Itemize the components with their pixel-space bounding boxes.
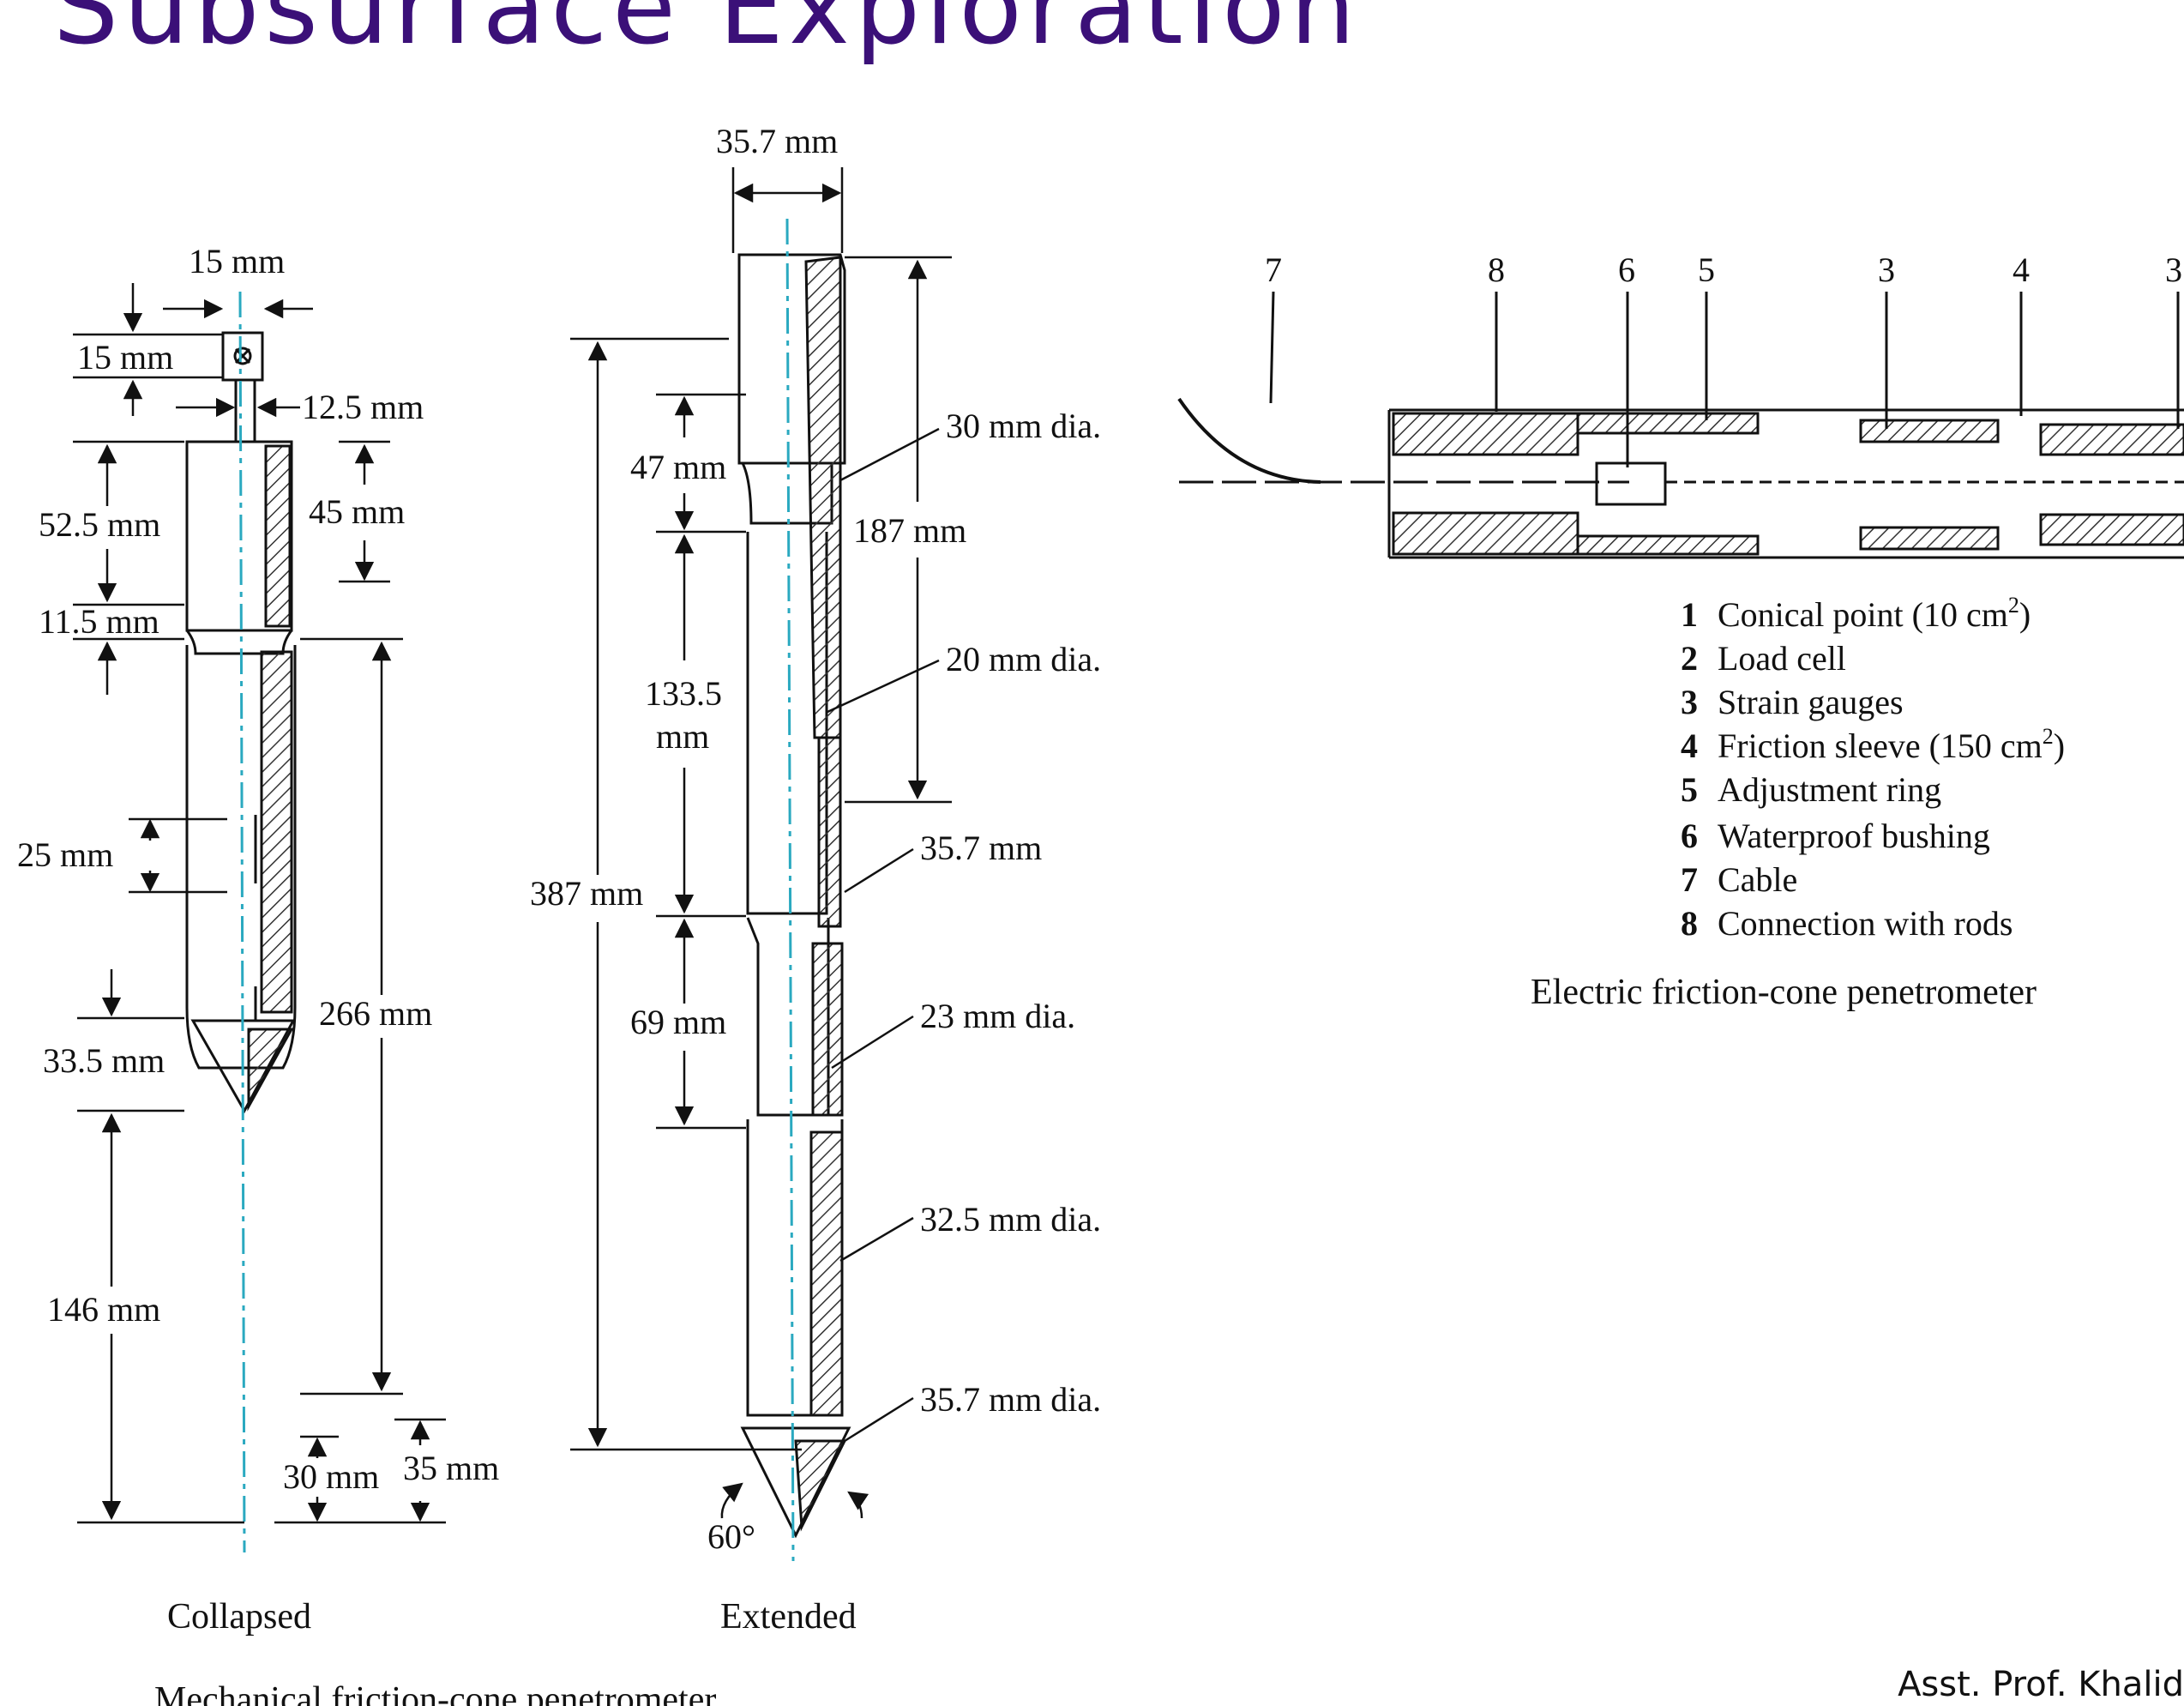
legend-text: Strain gauges: [1718, 683, 1904, 721]
dim-extended-69: 69 mm: [630, 1003, 726, 1041]
dim-collapsed-35: 35 mm: [403, 1449, 499, 1487]
legend-num: 8: [1681, 904, 1698, 943]
caption-extended: Extended: [720, 1597, 857, 1637]
dim-collapsed-11-5: 11.5 mm: [39, 602, 159, 641]
dim-collapsed-25: 25 mm: [17, 835, 113, 874]
dim-extended-35-7-dia: 35.7 mm dia.: [920, 1380, 1101, 1419]
caption-electric: Electric friction-cone penetrometer: [1531, 973, 2037, 1012]
legend-text: Friction sleeve (150 cm2): [1718, 724, 2065, 765]
dim-extended-35-7-mid: 35.7 mm: [920, 829, 1042, 867]
collapsed-center-axis: [238, 291, 246, 1553]
dim-collapsed-30: 30 mm: [283, 1457, 379, 1496]
dim-extended-30-dia: 30 mm dia.: [946, 407, 1101, 445]
extended-penetrometer: [737, 253, 851, 1539]
dim-extended-47: 47 mm: [630, 448, 726, 486]
dim-collapsed-tip-width: 15 mm: [189, 242, 285, 280]
legend-num: 4: [1681, 726, 1698, 765]
callout-7: 7: [1265, 250, 1282, 289]
dim-collapsed-rod-width: 12.5 mm: [302, 388, 424, 426]
legend-num: 7: [1681, 860, 1698, 899]
dim-extended-23-dia: 23 mm dia.: [920, 997, 1075, 1035]
legend-num: 5: [1681, 770, 1698, 809]
dim-extended-32-5-dia: 32.5 mm dia.: [920, 1200, 1101, 1239]
callout-3a: 3: [1878, 250, 1895, 289]
legend-text: Load cell: [1718, 639, 1846, 678]
legend-num: 1: [1681, 595, 1698, 634]
legend-text: Cable: [1718, 860, 1797, 899]
electric-penetrometer: [1177, 291, 2184, 559]
dim-extended-187: 187 mm: [853, 511, 966, 550]
dim-extended-top: 35.7 mm: [716, 122, 838, 160]
legend-text: Waterproof bushing: [1718, 817, 1990, 855]
extended-center-axis: [785, 218, 795, 1562]
legend-text: Connection with rods: [1718, 904, 2013, 943]
dim-collapsed-45: 45 mm: [309, 492, 405, 531]
legend-num: 6: [1681, 817, 1698, 855]
callout-8: 8: [1488, 250, 1505, 289]
callout-6: 6: [1618, 250, 1635, 289]
author-footer: Asst. Prof. Khalid: [1898, 1665, 2184, 1704]
dim-extended-387: 387 mm: [530, 874, 643, 913]
dim-extended-133-5-unit: mm: [656, 717, 709, 756]
collapsed-penetrometer: [185, 331, 297, 1114]
legend-num: 2: [1681, 639, 1698, 678]
dimension-lines: [73, 167, 952, 1524]
dim-extended-cone-angle: 60°: [707, 1517, 755, 1556]
caption-collapsed: Collapsed: [167, 1597, 311, 1637]
legend-num: 3: [1681, 683, 1698, 721]
slide-title: Subsurface Exploration: [53, 0, 1361, 68]
dim-collapsed-33-5: 33.5 mm: [43, 1041, 165, 1080]
caption-mechanical: Mechanical friction-cone penetrometer: [154, 1680, 716, 1706]
callout-3b: 3: [2165, 250, 2182, 289]
dim-collapsed-146: 146 mm: [47, 1290, 160, 1329]
electric-legend: 1 Conical point (10 cm2) 2 Load cell 3 S…: [1681, 593, 2065, 943]
callout-5: 5: [1698, 250, 1715, 289]
dim-collapsed-266: 266 mm: [319, 994, 432, 1033]
legend-text: Conical point (10 cm2): [1718, 593, 2031, 634]
dim-collapsed-tip-height: 15 mm: [77, 338, 173, 377]
dim-extended-20-dia: 20 mm dia.: [946, 640, 1101, 678]
callout-4: 4: [2013, 250, 2030, 289]
legend-text: Adjustment ring: [1718, 770, 1941, 809]
dim-collapsed-52-5: 52.5 mm: [39, 505, 160, 544]
dim-extended-133-5: 133.5: [645, 674, 722, 713]
